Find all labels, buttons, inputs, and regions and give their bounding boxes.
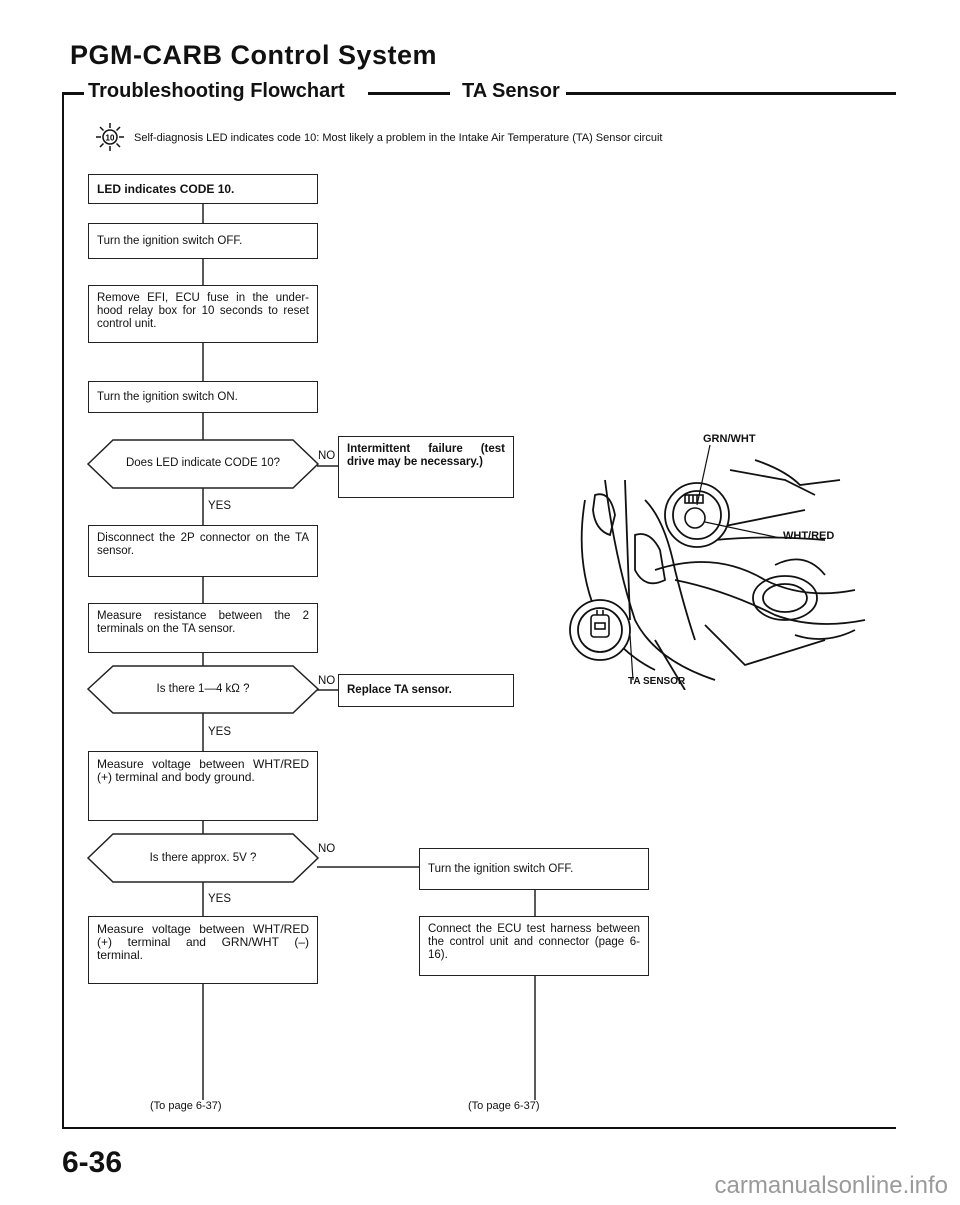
result-replace-sensor: Replace TA sensor. — [338, 674, 514, 707]
decision-1-yes-label: YES — [208, 500, 232, 512]
to-page-left: (To page 6-37) — [150, 1100, 222, 1112]
watermark: carmanualsonline.info — [714, 1172, 948, 1199]
step-measure-voltage-terminals: Measure voltage between WHT/RED (+) term… — [88, 916, 318, 984]
svg-text:10: 10 — [106, 134, 115, 143]
step-led-code-10: LED indicates CODE 10. — [88, 174, 318, 204]
step-right-ignition-off: Turn the ignition switch OFF. — [419, 848, 649, 890]
footer-rule — [62, 1127, 896, 1129]
decision-3-no-label: NO — [318, 843, 336, 855]
header-rule-left — [62, 92, 84, 95]
label-ta-sensor: TA SENSOR — [628, 676, 686, 687]
decision-led-code-10: Does LED indicate CODE 10? — [125, 457, 281, 469]
header-rule-middle — [368, 92, 450, 95]
decision-resistance-range: Is there 1—4 kΩ ? — [156, 683, 250, 695]
step-connect-test-harness: Connect the ECU test harness between the… — [419, 916, 649, 976]
to-page-right: (To page 6-37) — [468, 1100, 540, 1112]
intro-text: Self-diagnosis LED indicates code 10: Mo… — [134, 132, 663, 144]
label-wht-red: WHT/RED — [783, 530, 835, 542]
step-disconnect-connector: Disconnect the 2P connector on the TA se… — [88, 525, 318, 577]
label-grn-wht: GRN/WHT — [703, 433, 756, 445]
left-border — [62, 92, 64, 1127]
decision-voltage-5v: Is there approx. 5V ? — [149, 852, 257, 864]
step-remove-fuse: Remove EFI, ECU fuse in the under-hood r… — [88, 285, 318, 343]
decision-1-no-label: NO — [318, 450, 336, 462]
header-rule-right — [566, 92, 896, 95]
section-heading: Troubleshooting Flowchart — [88, 80, 345, 102]
page-title: PGM-CARB Control System — [70, 40, 438, 70]
ta-sensor-illustration — [555, 440, 895, 690]
decision-3-yes-label: YES — [208, 893, 232, 905]
page-number: 6-36 — [62, 1146, 123, 1179]
decision-2-no-label: NO — [318, 675, 336, 687]
step-ignition-on: Turn the ignition switch ON. — [88, 381, 318, 413]
step-measure-resistance: Measure resistance between the 2 termina… — [88, 603, 318, 653]
step-ignition-off: Turn the ignition switch OFF. — [88, 223, 318, 259]
result-intermittent-failure: Intermittent failure (test drive may be … — [338, 436, 514, 498]
code-10-led-icon: 10 — [94, 122, 126, 152]
step-measure-voltage-ground: Measure voltage between WHT/RED (+) term… — [88, 751, 318, 821]
decision-2-yes-label: YES — [208, 726, 232, 738]
topic-heading: TA Sensor — [462, 80, 560, 102]
